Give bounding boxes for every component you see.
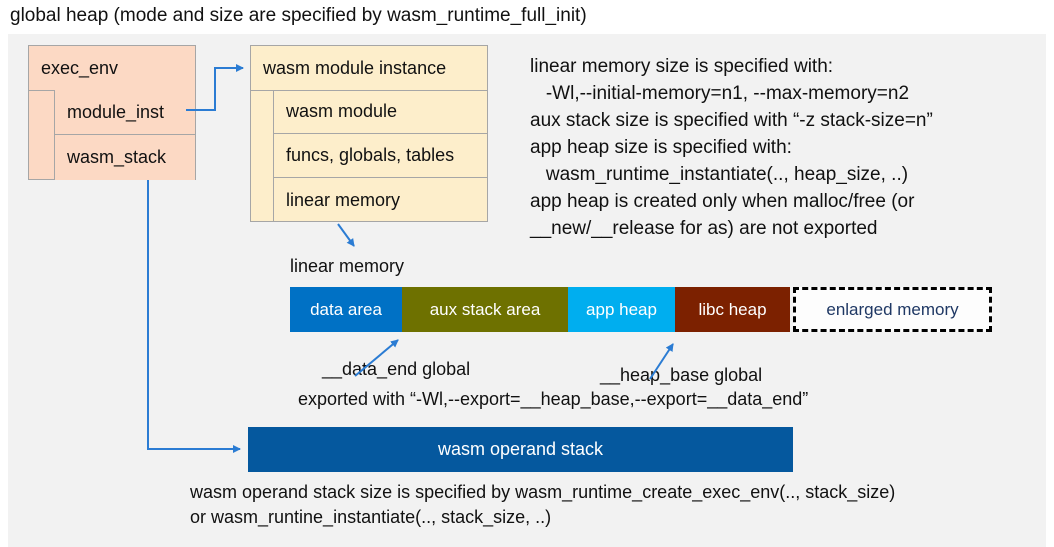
diagram-title: global heap (mode and size are specified…	[10, 5, 587, 26]
exec-env-box: exec_env module_inst wasm_stack	[28, 45, 196, 180]
linear-memory-label: linear memory	[290, 256, 405, 276]
module-instance-row-linear-memory: linear memory	[273, 178, 487, 222]
module-instance-row-wasm-module: wasm module	[273, 90, 487, 134]
exec-env-row-wasm-stack: wasm_stack	[54, 135, 195, 180]
segment-app-heap: app heap	[568, 287, 675, 332]
wasm-operand-stack-bar: wasm operand stack	[248, 427, 793, 472]
export-note: exported with “-Wl,--export=__heap_base,…	[298, 389, 809, 409]
note-line: app heap is created only when malloc/fre…	[530, 191, 915, 212]
heap-base-global-label: __heap_base global	[600, 365, 763, 385]
note-line: -Wl,--initial-memory=n1, --max-memory=n2	[530, 83, 910, 104]
data-end-global-label: __data_end global	[322, 359, 471, 379]
segment-data-area: data area	[290, 287, 402, 332]
segment-libc-heap: libc heap	[675, 287, 790, 332]
exec-env-row-module-inst: module_inst	[54, 90, 195, 135]
note-line: app heap size is specified with:	[530, 137, 792, 158]
operand-stack-note-line2: or wasm_runtine_instantiate(.., stack_si…	[190, 507, 552, 527]
module-instance-row-funcs-globals-tables: funcs, globals, tables	[273, 134, 487, 178]
segment-enlarged-memory: enlarged memory	[793, 287, 992, 332]
module-instance-header: wasm module instance	[251, 46, 487, 91]
wasm-module-instance-box: wasm module instance wasm module funcs, …	[250, 45, 488, 222]
note-line: aux stack size is specified with “-z sta…	[530, 110, 933, 131]
operand-stack-note-line1: wasm operand stack size is specified by …	[190, 482, 896, 502]
segment-aux-stack-area: aux stack area	[402, 287, 568, 332]
note-line: __new/__release for as) are not exported	[530, 218, 878, 239]
linear-memory-notes: linear memory size is specified with: -W…	[530, 53, 1045, 242]
exec-env-header: exec_env	[29, 46, 195, 91]
note-line: linear memory size is specified with:	[530, 56, 834, 77]
note-line: wasm_runtime_instantiate(.., heap_size, …	[530, 164, 909, 185]
